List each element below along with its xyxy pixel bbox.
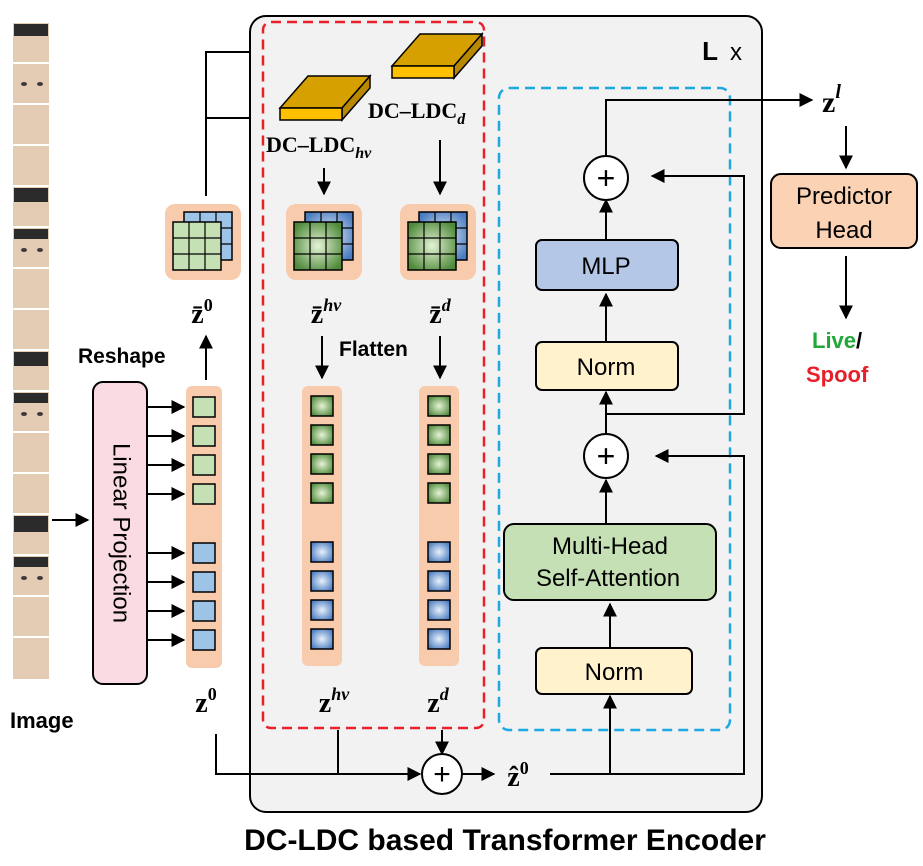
figure-caption: DC-LDC based Transformer Encoder [244,824,766,857]
svg-text:+: + [597,160,616,196]
zl-label: zl [822,81,841,119]
zd-token-column [419,386,459,666]
z0-token-column [186,386,222,668]
z0-label: z0 [195,684,216,719]
layer-count-L: L [702,36,718,66]
svg-text:+: + [433,758,451,791]
z0-bar-feature-map [165,204,241,280]
dcldc-hv-block [278,74,372,122]
zd-label: zd [427,684,449,719]
image-label: Image [10,708,74,733]
transformer-block-region [497,86,732,732]
norm-bottom-label: Norm [585,659,644,686]
mhsa-label-line1: Multi-Head [552,533,668,560]
mhsa-label-line2: Self-Attention [536,565,680,592]
mlp-label: MLP [581,253,630,280]
norm-bottom-box [535,647,693,695]
aggregation-arrows [215,449,745,781]
svg-text:+: + [597,438,616,474]
zhat0-label: ẑ0 [507,758,528,793]
zhv-bar-label: z̄hv [311,295,342,330]
residual-add-2: + [583,155,629,201]
flatten-label: Flatten [339,338,408,361]
block-output-arrow [605,93,814,156]
live-spoof-line1: Live/ [812,328,862,353]
input-face-strip [11,21,51,681]
encoder-box [249,15,763,813]
spoof-label: Spoof [806,362,869,387]
mhsa-box [503,523,717,601]
zhv-token-column [302,386,342,666]
layer-count-x: x [730,39,742,66]
dcldc-region [261,20,486,730]
linear-projection-box [92,381,148,685]
norm-top-label: Norm [577,354,636,381]
predictor-head-box [770,173,918,249]
dcldc-d-label: DC–LDCd [368,98,466,128]
dcldc-hv-label: DC–LDChv [266,132,372,162]
residual-add-1: + [583,433,629,479]
linear-projection-label: Linear Projection [108,443,135,623]
residual-2-arrows [599,169,745,434]
z0-bar-label: z̄0 [191,295,212,330]
dcldc-d-block [390,32,484,80]
predictor-head-label-line1: Predictor [796,183,892,210]
zhv-label: zhv [319,684,350,719]
zd-bar-feature-map [400,204,476,280]
zhv-bar-feature-map [286,204,362,280]
aggregation-plus: + [421,753,463,795]
projection-to-token-arrows [147,400,186,647]
predictor-head-label-line2: Head [815,217,872,244]
reshape-label: Reshape [78,345,166,368]
zd-bar-label: z̄d [429,295,451,330]
